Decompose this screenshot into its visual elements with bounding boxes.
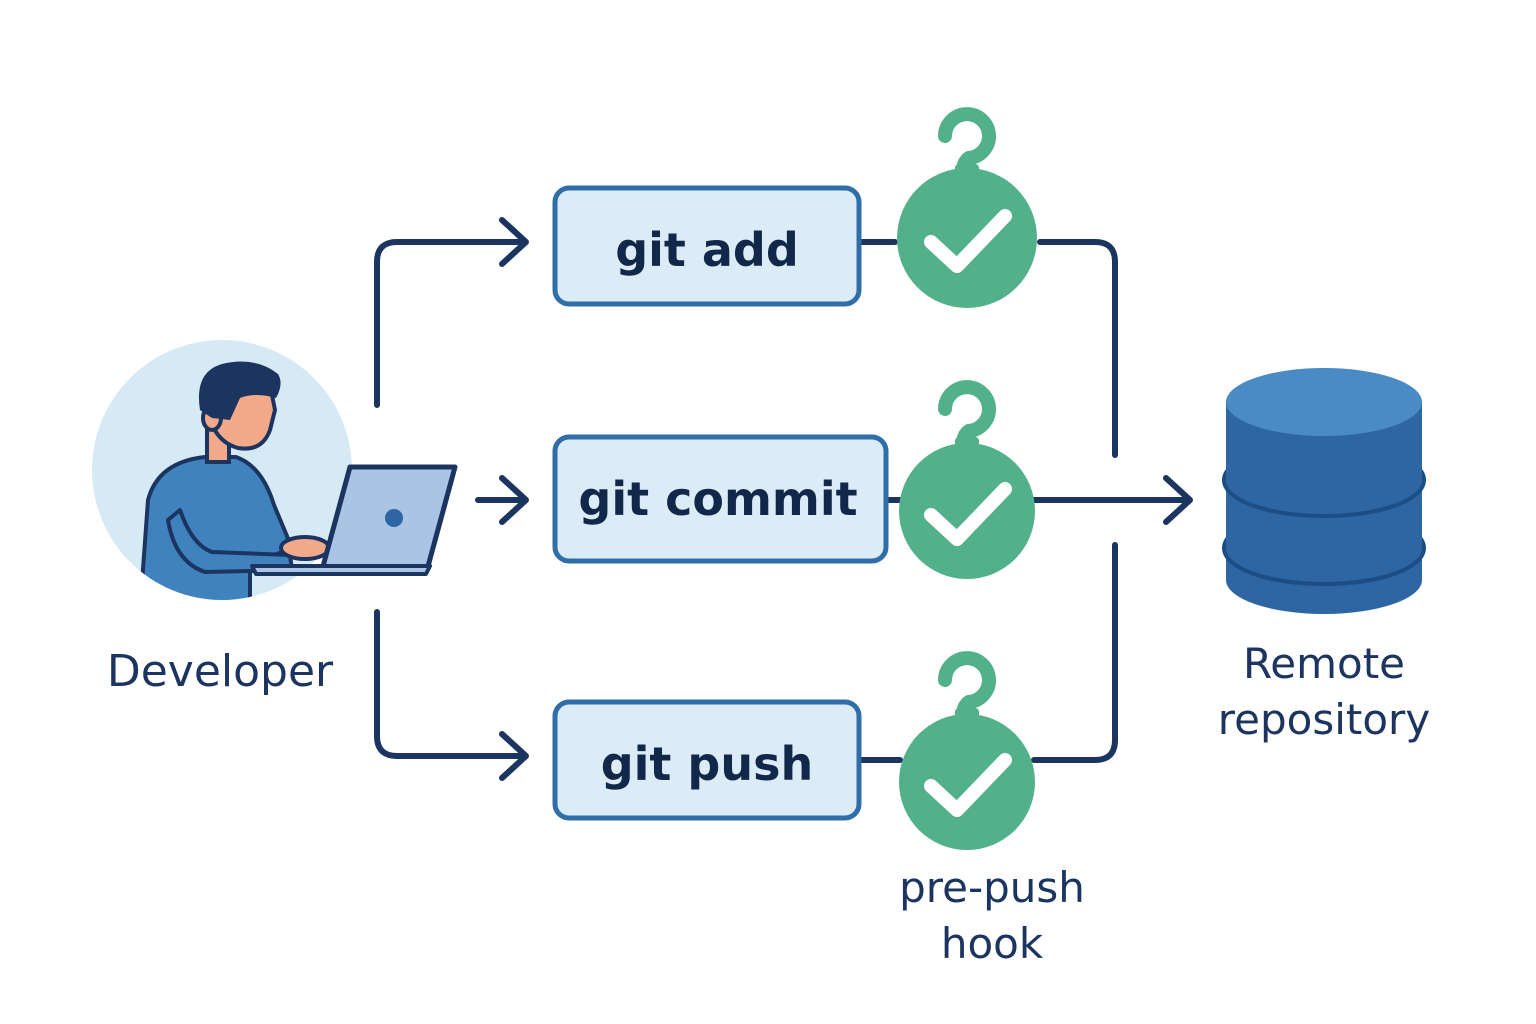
hook-caption-line2: hook <box>941 919 1044 968</box>
developer-avatar <box>92 340 458 600</box>
developer-hair <box>198 361 281 420</box>
command-label-git-push: git push <box>601 737 814 791</box>
arrowhead-git-push <box>499 731 529 781</box>
connector-to-git-add <box>374 239 528 408</box>
hook-check-icon <box>897 107 1037 308</box>
arrowhead-remote <box>1163 475 1193 525</box>
developer-hand <box>279 535 331 561</box>
developer-connectors <box>374 217 529 781</box>
remote-connectors <box>859 239 1193 763</box>
connector-push-to-remote <box>1031 542 1118 763</box>
arrowhead-git-add <box>499 217 529 267</box>
connector-to-git-push <box>374 609 528 759</box>
command-box-git-add: git add <box>552 185 862 307</box>
laptop-logo <box>385 509 403 527</box>
developer-arm <box>166 508 294 574</box>
command-box-git-push: git push <box>552 699 862 821</box>
command-label-git-add: git add <box>615 223 799 277</box>
command-label-git-commit: git commit <box>578 472 857 526</box>
command-box-git-commit: git commit <box>552 434 889 564</box>
remote-label-line2: repository <box>1218 695 1430 744</box>
hook-check-icon <box>899 380 1035 579</box>
arrowhead-git-commit <box>499 475 529 525</box>
developer-torso <box>138 455 294 600</box>
database-icon <box>1222 368 1426 614</box>
laptop-base <box>250 564 432 576</box>
remote-label-line1: Remote <box>1243 639 1405 688</box>
developer-label: Developer <box>107 646 334 697</box>
connector-add-to-remote <box>1037 239 1118 458</box>
hook-caption-line1: pre-push <box>899 863 1085 912</box>
hook-check-icon <box>899 651 1035 850</box>
